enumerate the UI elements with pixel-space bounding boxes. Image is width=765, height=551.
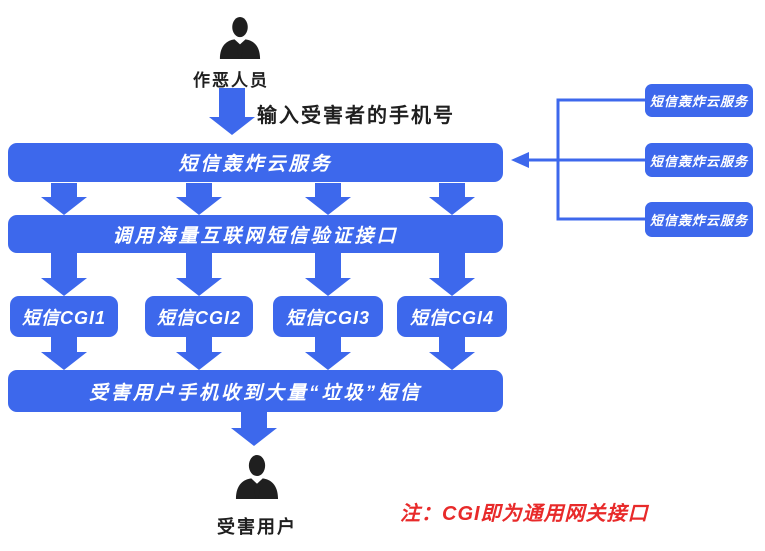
side-service-3: 短信轰炸云服务 [645, 202, 753, 237]
node-main-service-label: 短信轰炸云服务 [178, 154, 333, 175]
arrow-down [41, 337, 87, 370]
node-call-api-label: 调用海量互联网短信验证接口 [112, 225, 399, 247]
side-service-1: 短信轰炸云服务 [645, 84, 753, 117]
attacker-person-icon [219, 17, 261, 59]
arrow-down-final [231, 412, 277, 446]
cgi-footnote: 注：CGI即为通用网关接口 [400, 503, 649, 525]
side-service-2-label: 短信轰炸云服务 [649, 153, 748, 169]
node-cgi-1: 短信CGI1 [10, 296, 118, 337]
arrow-down [176, 253, 222, 296]
arrow-down [305, 253, 351, 296]
node-result: 受害用户手机收到大量“垃圾”短信 [8, 370, 503, 412]
node-call-api: 调用海量互联网短信验证接口 [8, 215, 503, 253]
arrow-down [429, 337, 475, 370]
side-connector-lines [511, 98, 645, 221]
arrow-down [176, 183, 222, 215]
arrow-down [429, 253, 475, 296]
arrow-down [176, 337, 222, 370]
node-main-service: 短信轰炸云服务 [8, 143, 503, 182]
arrow-down [429, 183, 475, 215]
node-cgi-3-label: 短信CGI3 [285, 307, 370, 328]
node-result-label: 受害用户手机收到大量“垃圾”短信 [88, 382, 422, 404]
side-service-1-label: 短信轰炸云服务 [649, 94, 748, 109]
attacker-label: 作恶人员 [193, 71, 269, 90]
arrow-down [41, 253, 87, 296]
node-cgi-4: 短信CGI4 [397, 296, 507, 337]
arrow-down [305, 337, 351, 370]
victim-person-icon [235, 455, 279, 499]
side-service-2: 短信轰炸云服务 [645, 143, 753, 177]
node-cgi-2: 短信CGI2 [145, 296, 253, 337]
node-cgi-1-label: 短信CGI1 [21, 307, 106, 328]
node-cgi-2-label: 短信CGI2 [156, 307, 241, 328]
arrow-down [41, 183, 87, 215]
arrow-left-icon [511, 152, 529, 168]
victim-label: 受害用户 [217, 517, 297, 537]
arrow-down-input [209, 88, 255, 135]
node-cgi-4-label: 短信CGI4 [409, 307, 494, 328]
arrow-down [305, 183, 351, 215]
side-service-3-label: 短信轰炸云服务 [649, 213, 748, 228]
node-cgi-3: 短信CGI3 [273, 296, 383, 337]
input-annotation: 输入受害者的手机号 [257, 105, 455, 127]
